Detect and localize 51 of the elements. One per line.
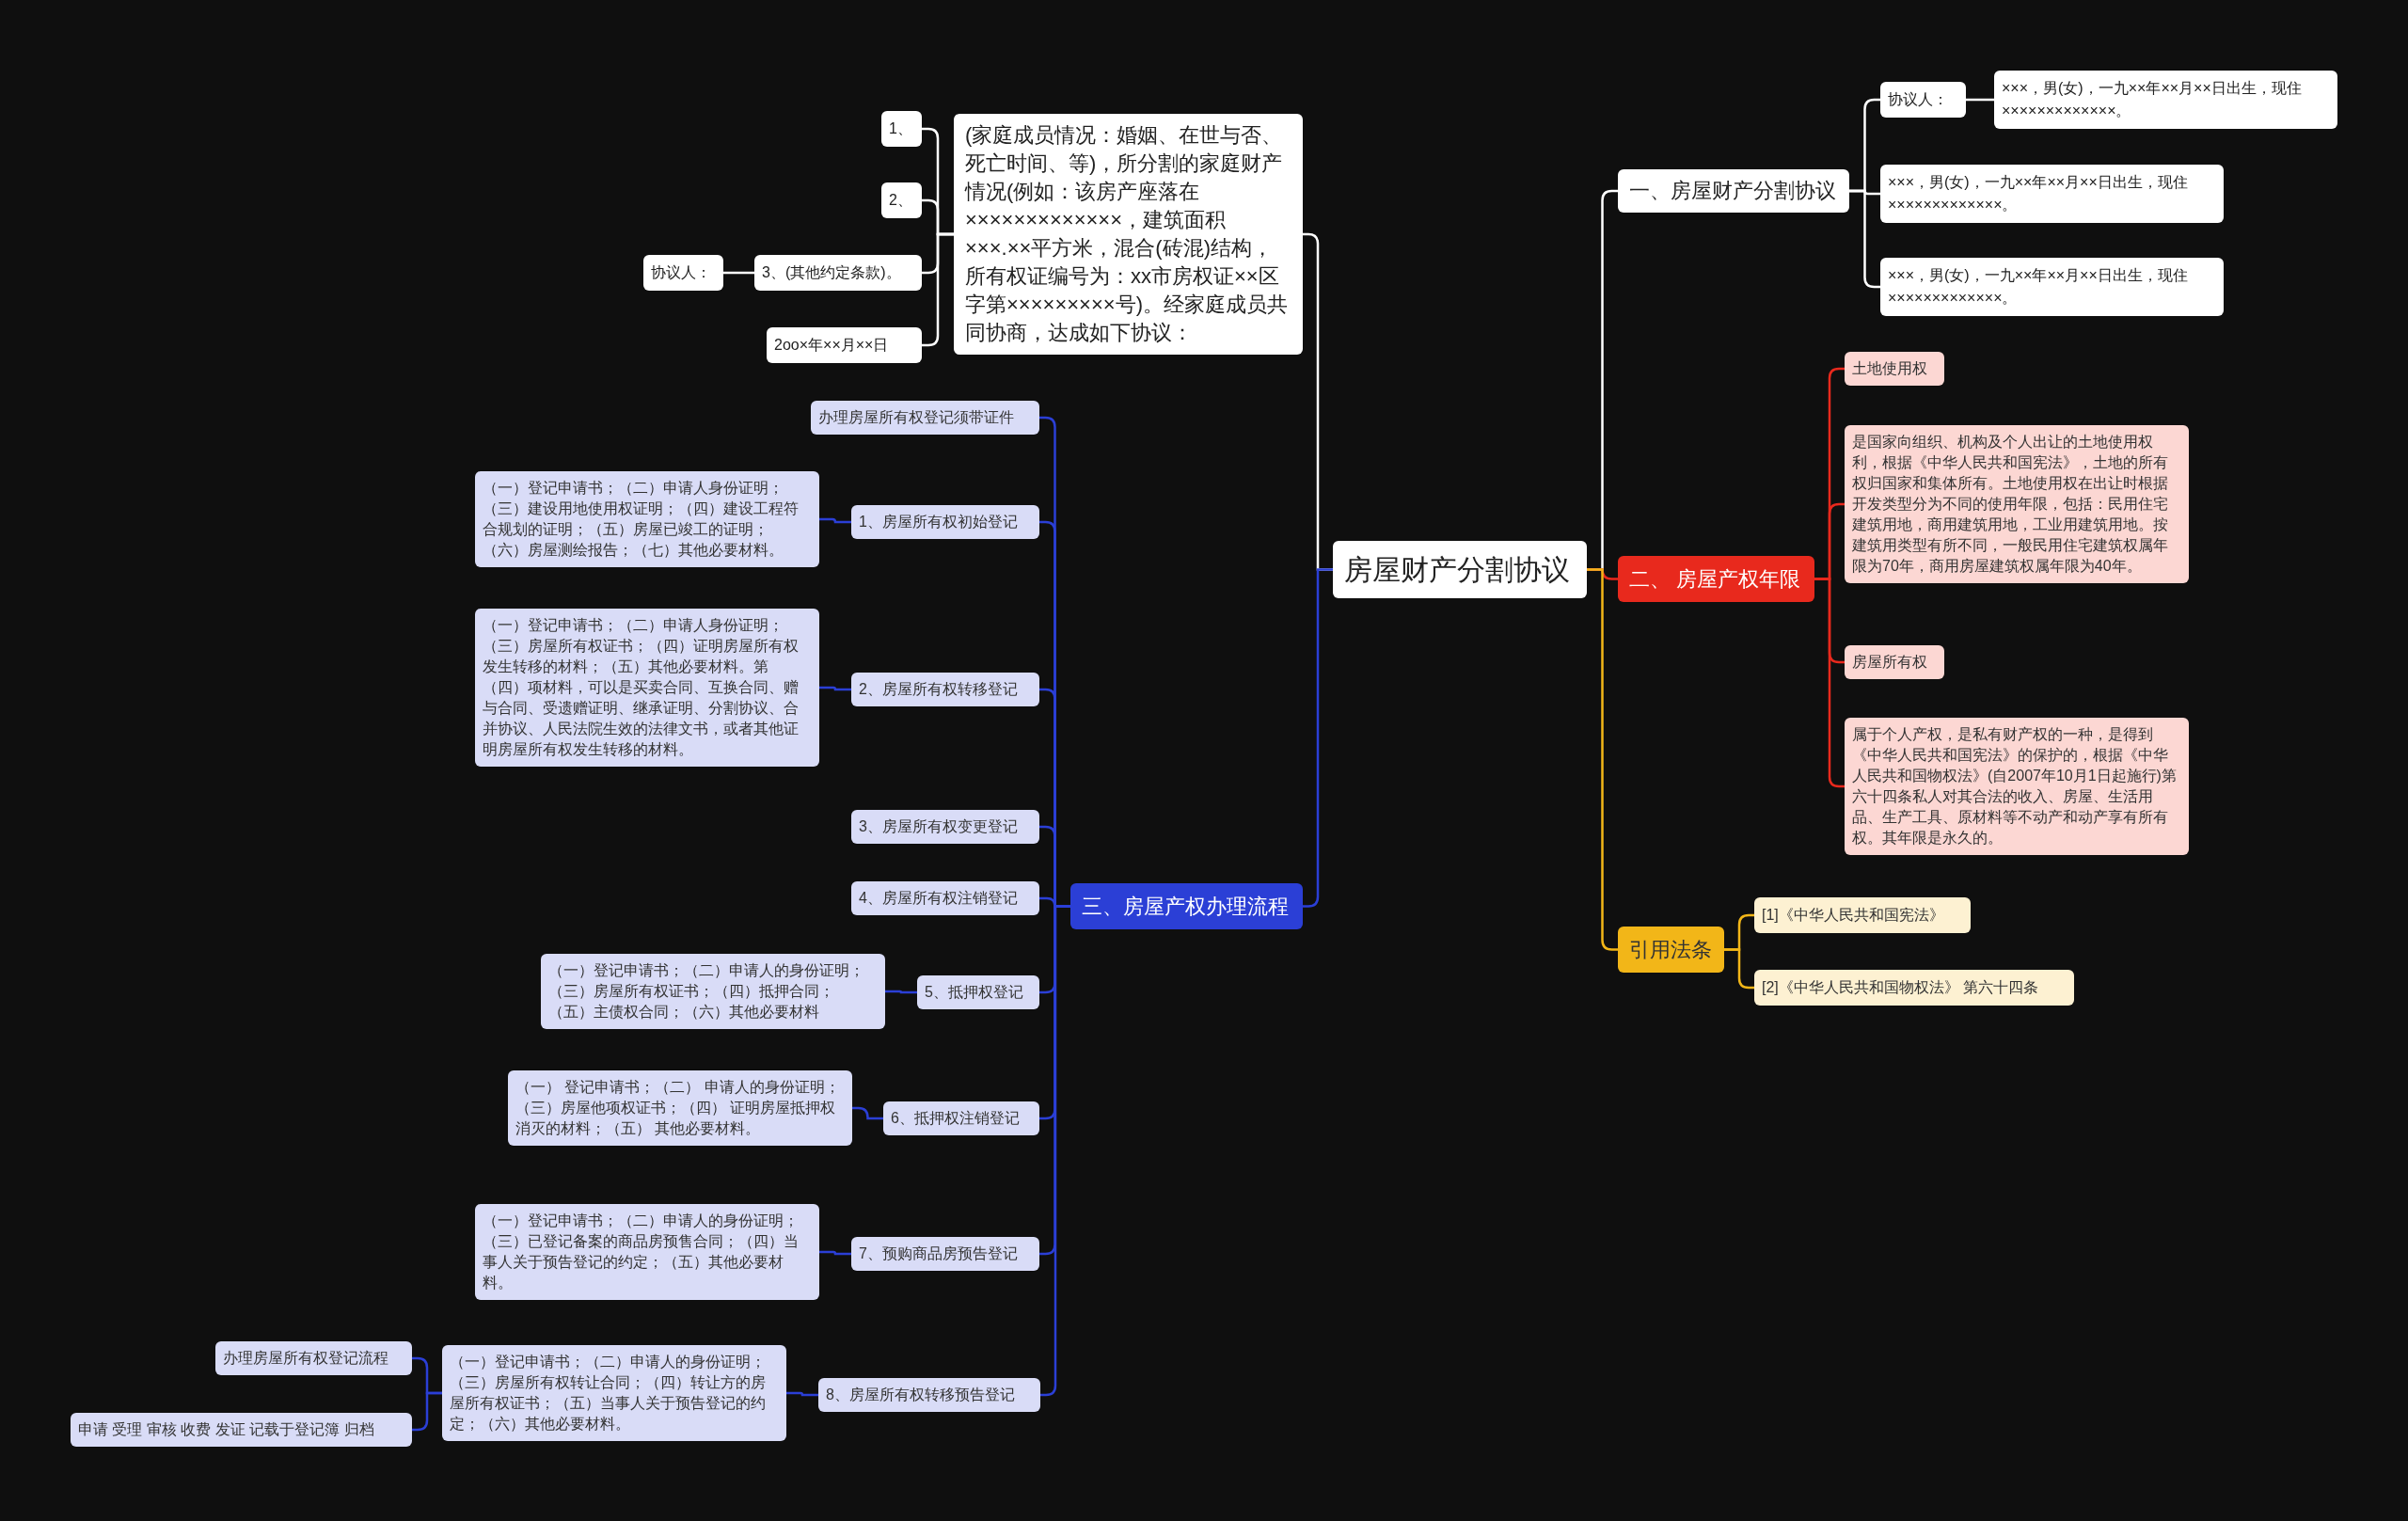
topic-box: 协议人： bbox=[1880, 82, 1966, 118]
topic-box: 1、房屋所有权初始登记 bbox=[851, 505, 1039, 539]
topic-box: 6、抵押权注销登记 bbox=[883, 1101, 1039, 1135]
topic-box: 2oo×年××月××日 bbox=[767, 327, 922, 363]
branch-topic: 引用法条 bbox=[1618, 927, 1724, 973]
topic-box: 协议人： bbox=[643, 255, 723, 291]
branch-topic: 一、房屋财产分割协议 bbox=[1618, 169, 1849, 213]
topic-box: 5、抵押权登记 bbox=[917, 975, 1039, 1009]
topic-box: 土地使用权 bbox=[1845, 352, 1944, 386]
connector-line bbox=[1814, 578, 1845, 788]
topic-box: 7、预购商品房预告登记 bbox=[851, 1237, 1039, 1271]
topic-box: ×××，男(女)，一九××年××月××日出生，现住×××××××××××××。 bbox=[1880, 165, 2224, 223]
topic-box: 4、房屋所有权注销登记 bbox=[851, 881, 1039, 915]
connector-line bbox=[1849, 189, 1880, 289]
topic-box: 2、房屋所有权转移登记 bbox=[851, 673, 1039, 706]
connector-line bbox=[819, 1250, 851, 1256]
connector-line bbox=[723, 271, 754, 275]
topic-box: 办理房屋所有权登记流程 bbox=[215, 1341, 412, 1375]
topic-box: 8、房屋所有权转移预告登记 bbox=[818, 1378, 1040, 1412]
topic-box: （一）登记申请书；（二）申请人的身份证明；（三）已登记备案的商品房预售合同；（四）当事人关于预告登记的约定；（五）其他必要材料。 bbox=[475, 1204, 819, 1300]
topic-box: 1、 bbox=[881, 111, 922, 147]
topic-box: 3、房屋所有权变更登记 bbox=[851, 810, 1039, 844]
central-topic: 房屋财产分割协议 bbox=[1333, 541, 1587, 598]
branch-topic: 二、 房屋产权年限 bbox=[1618, 556, 1814, 602]
connector-line bbox=[852, 1106, 883, 1120]
connector-line bbox=[885, 990, 917, 994]
topic-box: ×××，男(女)，一九××年××月××日出生，现住×××××××××××××。 bbox=[1880, 258, 2224, 316]
topic-box: [2]《中华人民共和国物权法》 第六十四条 bbox=[1754, 970, 2074, 1006]
topic-box: 3、(其他约定条款)。 bbox=[754, 255, 922, 291]
connector-line bbox=[1303, 568, 1333, 908]
connector-line bbox=[1724, 948, 1754, 990]
topic-box: 是国家向组织、机构及个人出让的土地使用权利，根据《中华人民共和国宪法》，土地的所有权归国家和集体所有。土地使用权在出让时根据开发类型分为不同的使用年限，包括：民用住宅建筑用地，商用建筑用地，工业用建筑用地。按建筑用类型有所不同，一般民用住宅建筑权属年限为70年，商用房屋建筑权属年限为40年。 bbox=[1845, 425, 2189, 583]
topic-box: 办理房屋所有权登记须带证件 bbox=[811, 401, 1039, 435]
connector-line bbox=[412, 1391, 442, 1432]
topic-box: （一）登记申请书；（二）申请人身份证明；（三）房屋所有权证书；（四）证明房屋所有权发生转移的材料；（五）其他必要材料。第（四）项材料，可以是买卖合同、互换合同、赠与合同、受遗赠证明、继承证明、分割协议、合并协议、人民法院生效的法律文书，或者其他证明房屋所有权发生转移的材料。 bbox=[475, 609, 819, 767]
topic-box: （一）登记申请书；（二）申请人的身份证明；（三）房屋所有权证书；（四）抵押合同；（五）主债权合同；（六）其他必要材料 bbox=[541, 954, 885, 1029]
topic-box: 2、 bbox=[881, 182, 922, 218]
topic-box: ×××，男(女)，一九××年××月××日出生，现住×××××××××××××。 bbox=[1994, 71, 2337, 129]
connector-line bbox=[1966, 98, 1994, 102]
topic-box: （一）登记申请书；（二）申请人身份证明；（三）建设用地使用权证明；（四）建设工程符合规划的证明；（五）房屋已竣工的证明；（六）房屋测绘报告；（七）其他必要材料。 bbox=[475, 471, 819, 567]
topic-box: （一） 登记申请书；（二） 申请人的身份证明；（三）房屋他项权证书；（四） 证明房屋抵押权消灭的材料；（五） 其他必要材料。 bbox=[508, 1070, 852, 1146]
connector-line bbox=[819, 517, 851, 524]
branch-topic: 三、房屋产权办理流程 bbox=[1070, 883, 1303, 929]
topic-box: 申请 受理 审核 收费 发证 记载于登记簿 归档 bbox=[71, 1413, 412, 1447]
topic-box: （一）登记申请书；（二）申请人的身份证明；（三）房屋所有权转让合同；（四）转让方的房屋所有权证书；（五）当事人关于预告登记的约定；（六）其他必要材料。 bbox=[442, 1345, 786, 1441]
topic-box: 房屋所有权 bbox=[1845, 645, 1944, 679]
topic-box: 属于个人产权，是私有财产权的一种，是得到《中华人民共和国宪法》的保护的，根据《中华人民共和国物权法》(自2007年10月1日起施行)第六十四条私人对其合法的收入、房屋、生活用品、生产工具、原材料等不动产和动产享有所有权。其年限是永久的。 bbox=[1845, 718, 2189, 855]
connector-line bbox=[786, 1391, 818, 1397]
connector-line bbox=[819, 686, 851, 691]
topic-box: [1]《中华人民共和国宪法》 bbox=[1754, 897, 1971, 933]
branch-topic: (家庭成员情况：婚姻、在世与否、死亡时间、等)，所分割的家庭财产情况(例如：该房产座落在×××××××××××××，建筑面积×××.××平方米，混合(砖混)结构，所有权证编号为：xx市房权证××区字第×××××××××号)。经家庭成员共同协商，达成如下协议： bbox=[954, 114, 1303, 355]
